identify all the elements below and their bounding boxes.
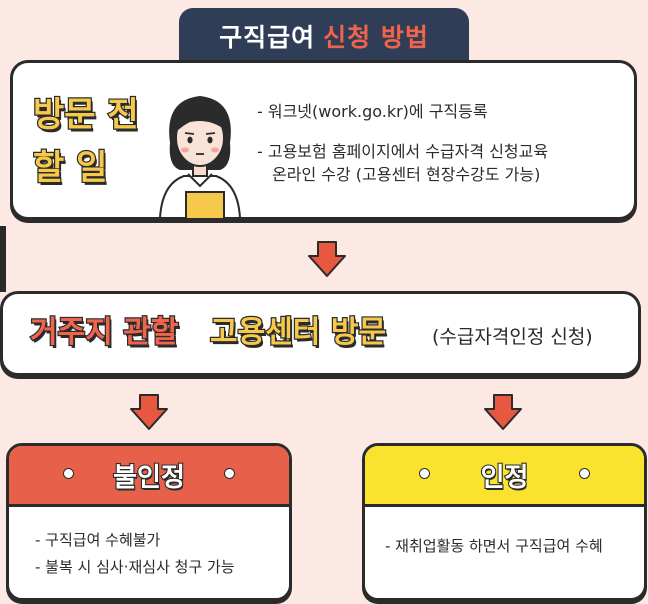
before-visit-box [10, 60, 637, 220]
before-visit-bullet-2: - 고용보험 홈페이지에서 수급자격 신청교육 [257, 142, 549, 161]
arrow-down-icon [308, 241, 346, 277]
approve-body: - 재취업활동 하면서 구직급여 수혜 [365, 507, 644, 560]
dot-icon [579, 468, 590, 479]
reject-card-header: 불인정 [9, 446, 289, 507]
dot-icon [63, 468, 74, 479]
title-tab: 구직급여 신청 방법 [179, 8, 469, 64]
approve-title: 인정 [479, 461, 529, 493]
before-visit-bullet-2-cont: 온라인 수강 (고용센터 현장수강도 가능) [272, 165, 541, 184]
dot-icon [419, 468, 430, 479]
person-illustration [158, 96, 242, 218]
title-main: 구직급여 [219, 23, 316, 52]
left-edge-bar [0, 226, 6, 292]
approve-card-header: 인정 [365, 446, 644, 507]
arrow-down-right-icon [484, 394, 522, 430]
reject-body: - 구직급여 수혜불가 - 불복 시 심사·재심사 청구 가능 [9, 507, 289, 581]
reject-item: - 불복 시 심사·재심사 청구 가능 [35, 558, 235, 576]
before-visit-label-line1: 방문 전 [32, 95, 140, 135]
approve-card: 인정 - 재취업활동 하면서 구직급여 수혜 [362, 443, 647, 601]
reject-card: 불인정 - 구직급여 수혜불가 - 불복 시 심사·재심사 청구 가능 [6, 443, 292, 601]
visit-label-part2: 고용센터 방문 [209, 315, 387, 350]
visit-label-part1: 거주지 관할 [29, 315, 180, 350]
reject-title: 불인정 [112, 461, 186, 493]
before-visit-label-line2: 할 일 [32, 148, 109, 188]
visit-box [0, 291, 641, 376]
arrow-down-left-icon [130, 394, 168, 430]
title-highlight: 신청 방법 [323, 23, 429, 52]
visit-sublabel: (수급자격인정 신청) [432, 326, 593, 348]
reject-item: - 구직급여 수혜불가 [35, 531, 161, 549]
dot-icon [224, 468, 235, 479]
approve-item: - 재취업활동 하면서 구직급여 수혜 [385, 537, 603, 555]
before-visit-bullet-1: - 워크넷(work.go.kr)에 구직등록 [257, 102, 488, 121]
